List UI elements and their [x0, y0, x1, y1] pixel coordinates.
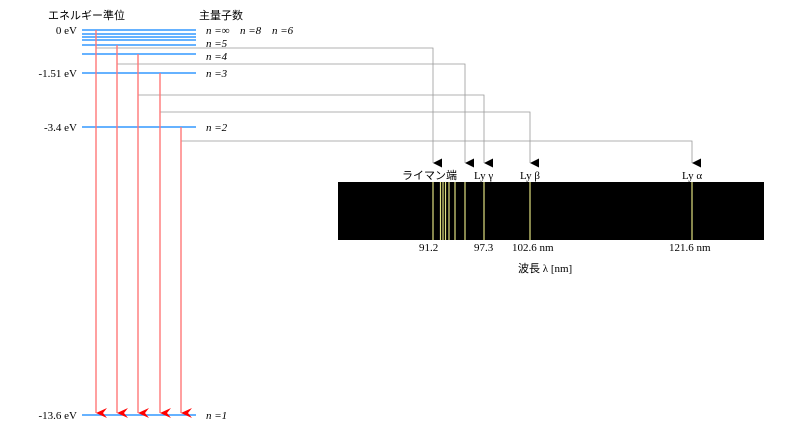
ly-beta-label: Ly β: [520, 170, 540, 182]
lyman-limit-label: ライマン端: [402, 169, 457, 182]
quantum-labels: n =∞ n =8 n =6 n =5 n =4 n =3 n =2 n =1: [206, 25, 294, 422]
energy-labels: 0 eV -1.51 eV -3.4 eV -13.6 eV: [39, 25, 78, 422]
ly-gamma-label: Ly γ: [474, 170, 493, 182]
tick-91-2: 91.2: [419, 242, 438, 254]
spectrum-background: [338, 182, 764, 240]
tick-121-6: 121.6 nm: [669, 242, 711, 254]
energy-n3: -1.51 eV: [39, 68, 78, 80]
connector-beta: [160, 111, 539, 168]
spectrum-band: [338, 182, 764, 240]
label-n-4: n =4: [206, 51, 228, 63]
label-n-5: n =5: [206, 38, 228, 50]
spectrum-labels: ライマン端 Ly γ Ly β Ly α: [402, 169, 702, 182]
connector-limit: [96, 47, 442, 168]
quantum-number-title: 主量子数: [199, 9, 243, 22]
energy-n2: -3.4 eV: [44, 122, 77, 134]
connectors: [96, 47, 701, 168]
tick-97-3: 97.3: [474, 242, 494, 254]
wavelength-axis-label: 波長 λ [nm]: [518, 262, 572, 275]
label-n-8: n =8: [240, 25, 262, 37]
wavelength-ticks: 91.2 97.3 102.6 nm 121.6 nm: [419, 242, 711, 254]
label-n-1: n =1: [206, 410, 227, 422]
label-n-3: n =3: [206, 68, 228, 80]
transitions: [95, 30, 192, 418]
energy-0: 0 eV: [56, 25, 77, 37]
label-n-6: n =6: [272, 25, 294, 37]
tick-102-6: 102.6 nm: [512, 242, 554, 254]
energy-levels: [82, 29, 196, 416]
energy-level-title: エネルギー準位: [48, 8, 125, 22]
ly-alpha-label: Ly α: [682, 170, 702, 182]
energy-n1: -13.6 eV: [39, 410, 78, 422]
label-n-inf: n =∞: [206, 25, 230, 37]
connector-alpha: [181, 140, 701, 168]
connector-gamma: [138, 94, 493, 168]
label-n-2: n =2: [206, 122, 228, 134]
connector-n5: [117, 63, 474, 168]
